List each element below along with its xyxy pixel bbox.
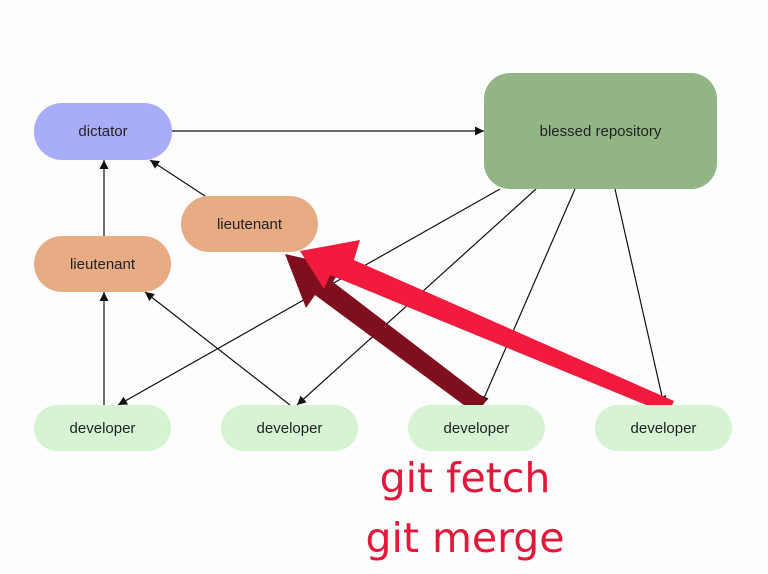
developer-node-3: developer [408, 405, 545, 451]
merge-arrow [300, 240, 674, 414]
edge-blessed-to-developer4 [614, 188, 667, 406]
developer-node-2: developer [221, 405, 358, 451]
blessed-repository-node: blessed repository [484, 73, 717, 189]
developer-label-2: developer [256, 419, 323, 437]
caption-git-fetch: git fetch [379, 454, 551, 502]
dictator-node: dictator [34, 103, 172, 160]
developer-node-4: developer [595, 405, 732, 451]
edge-blessed-to-developer3 [480, 188, 576, 406]
caption-git-merge: git merge [365, 514, 565, 562]
lieutenant-node-2: lieutenant [34, 236, 171, 292]
fetch-arrow [285, 254, 487, 414]
blessed-repository-label: blessed repository [539, 122, 662, 140]
lieutenant-node-1: lieutenant [181, 196, 318, 252]
developer-label-3: developer [443, 419, 510, 437]
lieutenant-label-2: lieutenant [69, 255, 136, 273]
lieutenant-label-1: lieutenant [216, 215, 283, 233]
dictator-label: dictator [78, 123, 128, 140]
developer-label-1: developer [69, 419, 136, 437]
developer-node-1: developer [34, 405, 171, 451]
edge-lieutenant1-to-dictator [149, 159, 206, 197]
developer-label-4: developer [630, 419, 697, 437]
